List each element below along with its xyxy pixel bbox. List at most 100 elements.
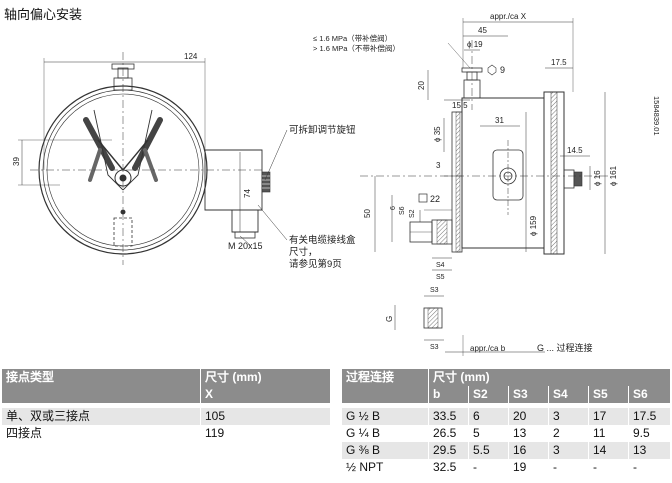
cell: 26.5 bbox=[428, 425, 468, 442]
header-contact-type: 接点类型 bbox=[6, 370, 55, 384]
table-row: G ¼ B 26.5 5 13 2 11 9.5 bbox=[342, 425, 670, 442]
label-s3-top: S3 bbox=[430, 287, 439, 294]
table-header-row: 接点类型 尺寸 (mm) bbox=[2, 369, 330, 386]
cell: 29.5 bbox=[428, 442, 468, 459]
technical-drawing: 124 39 74 M 20x15 可拆卸调节旋钮 有关电缆接线盒 尺寸， 请参… bbox=[12, 12, 661, 356]
cell: G ⅜ B bbox=[342, 442, 428, 459]
cell: 13 bbox=[628, 442, 670, 459]
thread-label: M 20x15 bbox=[228, 241, 263, 251]
subheader-s2: S2 bbox=[468, 386, 508, 403]
cell: 2 bbox=[548, 425, 588, 442]
dim-17-5: 17.5 bbox=[551, 58, 567, 67]
cable-box-line-2: 尺寸， bbox=[289, 246, 318, 258]
label-s5: S5 bbox=[436, 274, 445, 281]
cell: 9.5 bbox=[628, 425, 670, 442]
label-s6: S6 bbox=[399, 206, 406, 215]
cell: - bbox=[588, 459, 628, 476]
cell: 33.5 bbox=[428, 408, 468, 425]
subheader-empty bbox=[2, 386, 200, 403]
table-row: 四接点 119 bbox=[2, 425, 330, 442]
dim-phi16: ϕ 16 bbox=[593, 170, 602, 186]
subheader-s5: S5 bbox=[588, 386, 628, 403]
table-subheader-row: b S2 S3 S4 S5 S6 bbox=[342, 386, 670, 403]
pressure-high-note: > 1.6 MPa（不带补偿阀） bbox=[313, 43, 400, 53]
cell: 5 bbox=[468, 425, 508, 442]
cell: 17 bbox=[588, 408, 628, 425]
cell: G ½ B bbox=[342, 408, 428, 425]
table-row-spacer bbox=[342, 403, 670, 408]
dim-14-5: 14.5 bbox=[567, 146, 583, 155]
dim-appr-x: appr./ca X bbox=[490, 12, 527, 21]
label-s2: S2 bbox=[409, 209, 416, 218]
subheader-s4: S4 bbox=[548, 386, 588, 403]
cable-box-line-3: 请参见第9页 bbox=[289, 258, 342, 270]
dim-31: 31 bbox=[495, 116, 504, 125]
header-dimensions: 尺寸 (mm) bbox=[428, 369, 670, 386]
dim-phi19: ϕ 19 bbox=[467, 40, 483, 49]
table-row: G ½ B 33.5 6 20 3 17 17.5 bbox=[342, 408, 670, 425]
cell: 105 bbox=[200, 408, 330, 425]
subheader-x: X bbox=[200, 386, 330, 403]
header-dimensions: 尺寸 (mm) bbox=[200, 369, 330, 386]
cell: 32.5 bbox=[428, 459, 468, 476]
dim-hex9: 9 bbox=[500, 65, 505, 75]
doc-id: 1584839.01 bbox=[652, 96, 661, 136]
subheader-s6: S6 bbox=[628, 386, 670, 403]
table-row: ½ NPT 32.5 - 19 - - - bbox=[342, 459, 670, 476]
side-view bbox=[360, 18, 610, 356]
page-title: 轴向偏心安装 bbox=[4, 7, 83, 22]
contact-type-table: 接点类型 尺寸 (mm) X 单、双或三接点 105 四接点 119 bbox=[2, 369, 330, 442]
cell: 17.5 bbox=[628, 408, 670, 425]
cell: 119 bbox=[200, 425, 330, 442]
label-s3-bottom: S3 bbox=[430, 344, 439, 351]
cell: 19 bbox=[508, 459, 548, 476]
subheader-b: b bbox=[428, 386, 468, 403]
cell: - bbox=[628, 459, 670, 476]
table-row: 单、双或三接点 105 bbox=[2, 408, 330, 425]
label-g: G bbox=[385, 316, 394, 322]
knob-label: 可拆卸调节旋钮 bbox=[289, 124, 356, 136]
dim-45: 45 bbox=[478, 26, 487, 35]
cell: 6 bbox=[468, 408, 508, 425]
subheader-s3: S3 bbox=[508, 386, 548, 403]
dim-appr-b: appr./ca b bbox=[470, 344, 506, 353]
dim-vertical-74: 74 bbox=[243, 189, 252, 198]
table-header-row: 过程连接 尺寸 (mm) bbox=[342, 369, 670, 386]
cell: 16 bbox=[508, 442, 548, 459]
dim-6: 6 bbox=[390, 206, 397, 210]
subheader-empty bbox=[342, 386, 428, 403]
cell: 3 bbox=[548, 442, 588, 459]
label-s4: S4 bbox=[436, 262, 445, 269]
dim-20: 20 bbox=[417, 81, 426, 90]
front-view bbox=[18, 52, 288, 265]
cell: 20 bbox=[508, 408, 548, 425]
table-row: G ⅜ B 29.5 5.5 16 3 14 13 bbox=[342, 442, 670, 459]
dim-square22: 22 bbox=[430, 194, 440, 204]
dim-height-39: 39 bbox=[12, 157, 21, 166]
table-subheader-row: X bbox=[2, 386, 330, 403]
dim-phi35: ϕ 35 bbox=[433, 126, 442, 142]
cell: ½ NPT bbox=[342, 459, 428, 476]
dim-phi161: ϕ 161 bbox=[609, 165, 618, 186]
table-row-spacer bbox=[2, 403, 330, 408]
process-connection-table: 过程连接 尺寸 (mm) b S2 S3 S4 S5 S6 G ½ B 33.5… bbox=[342, 369, 670, 476]
cell: 单、双或三接点 bbox=[2, 408, 200, 425]
cell: - bbox=[548, 459, 588, 476]
cell: G ¼ B bbox=[342, 425, 428, 442]
dim-width-124: 124 bbox=[184, 52, 198, 61]
header-process-connection: 过程连接 bbox=[346, 370, 395, 384]
cell: 13 bbox=[508, 425, 548, 442]
cell: 3 bbox=[548, 408, 588, 425]
dim-3: 3 bbox=[436, 161, 441, 170]
dim-15-5: 15.5 bbox=[452, 101, 468, 110]
cell: 14 bbox=[588, 442, 628, 459]
dim-phi159: ϕ 159 bbox=[529, 215, 538, 236]
cell: 11 bbox=[588, 425, 628, 442]
pressure-low-note: ≤ 1.6 MPa（带补偿阀） bbox=[313, 33, 392, 43]
cell: 四接点 bbox=[2, 425, 200, 442]
cell: - bbox=[468, 459, 508, 476]
cable-box-line-1: 有关电缆接线盒 bbox=[289, 234, 356, 246]
dim-50: 50 bbox=[363, 209, 372, 218]
cell: 5.5 bbox=[468, 442, 508, 459]
